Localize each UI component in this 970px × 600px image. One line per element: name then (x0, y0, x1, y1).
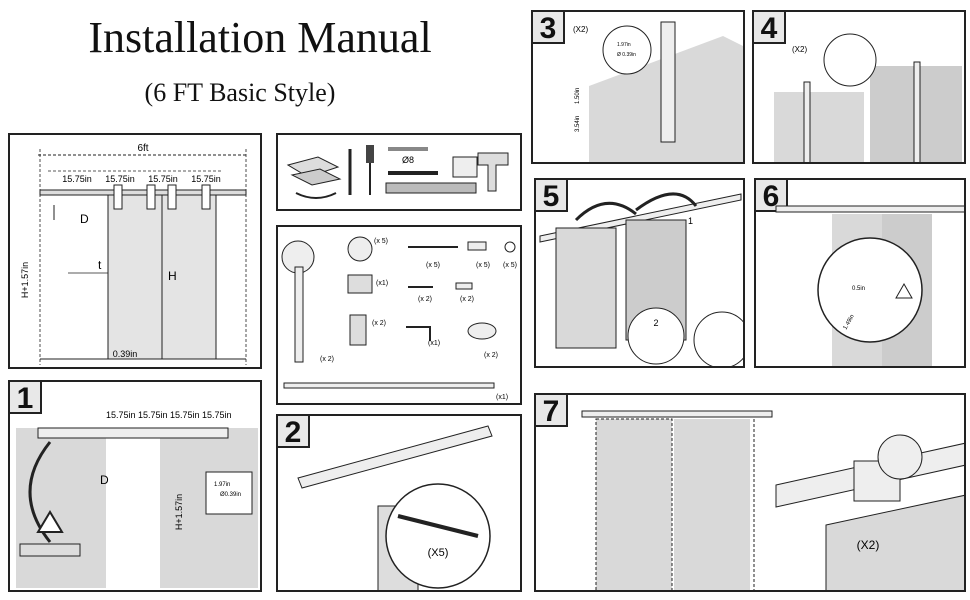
svg-text:(X2): (X2) (857, 538, 880, 552)
overview-panel: 6ft 15.75in 15.75in 15.75in 15.75in D t … (8, 133, 262, 369)
t-label: t (98, 258, 102, 272)
step-5-illustration: 1 2 (539, 192, 743, 366)
bolt-qty: (x 5) (426, 262, 440, 269)
step-6-illustration: 0.5in 1.49in (775, 205, 964, 366)
svg-text:Ø0.39in: Ø0.39in (220, 492, 241, 498)
door-left (107, 194, 163, 360)
gap-label: 0.39in (113, 349, 138, 359)
seg2-label: 15.75in (105, 174, 135, 184)
zoom-circle (385, 483, 491, 589)
svg-text:(X2): (X2) (573, 25, 588, 34)
svg-text:15.75in: 15.75in (138, 410, 168, 420)
svg-text:2: 2 (653, 318, 658, 328)
block-qty: (x 2) (372, 320, 386, 327)
parts-panel: (x 5) (x 5) (x 5) (x 5) (x1) (x 2) (x 2)… (276, 225, 522, 405)
svg-text:15.75in: 15.75in (170, 410, 200, 420)
wheel-qty: (x 2) (484, 352, 498, 359)
overview-diagram: 6ft 15.75in 15.75in 15.75in 15.75in D t … (20, 143, 248, 365)
d-label: D (80, 212, 89, 226)
svg-text:1: 1 (688, 216, 693, 226)
washer-qty: (x 5) (503, 262, 517, 269)
door-right (161, 194, 217, 360)
svg-text:H+1.57in: H+1.57in (174, 494, 184, 530)
key-qty: (x1) (428, 340, 440, 347)
step-1-number: 1 (10, 382, 42, 415)
svg-text:0.5in: 0.5in (852, 286, 865, 292)
seg1-label: 15.75in (62, 174, 92, 184)
parts-illustration: (x 5) (x 5) (x 5) (x 5) (x1) (x 2) (x 2)… (281, 236, 517, 401)
drill-bit-size: Ø8 (402, 155, 414, 165)
step-5-number: 5 (536, 180, 568, 213)
guide-qty: (x1) (376, 280, 388, 287)
svg-text:D: D (100, 473, 109, 487)
rail-qty: (x1) (496, 394, 508, 401)
step-2-qty: (X5) (428, 547, 449, 559)
hanger-qty: (x 2) (320, 356, 334, 363)
spacer-qty: (x 5) (476, 262, 490, 269)
svg-text:3.54in: 3.54in (575, 116, 581, 132)
total-width-label: 6ft (137, 143, 148, 154)
step-7-panel: 7 (X2) (534, 393, 966, 592)
step-7-number: 7 (536, 395, 568, 428)
svg-text:1.97in: 1.97in (214, 482, 230, 488)
h-label: H (168, 269, 177, 283)
screw-qty: (x 2) (418, 296, 432, 303)
warning-icon (36, 510, 64, 533)
step-2-number: 2 (278, 416, 310, 449)
warning-icon (895, 282, 913, 299)
step-3-number: 3 (533, 12, 565, 45)
svg-text:15.75in: 15.75in (106, 410, 136, 420)
step-4-panel: 4 (X2) (752, 10, 966, 164)
step-3-panel: 3 (X2) 1.97in Ø 0.39in 1.50in 3.54in (531, 10, 745, 164)
svg-text:(X2): (X2) (792, 45, 807, 54)
step-4-illustration: (X2) (774, 33, 962, 162)
stopper-qty: (x 5) (374, 238, 388, 245)
step-3-illustration: (X2) 1.97in Ø 0.39in 1.50in 3.54in (573, 21, 743, 162)
step-5-panel: 5 1 2 (534, 178, 745, 368)
tools-illustration: Ø8 (286, 145, 509, 199)
step-6-panel: 6 0.5in 1.49in (754, 178, 966, 368)
step-4-number: 4 (754, 12, 786, 45)
svg-text:1.50in: 1.50in (575, 88, 581, 104)
anchor-qty: (x 2) (460, 296, 474, 303)
svg-text:Ø 0.39in: Ø 0.39in (617, 52, 636, 58)
step-2-illustration: (X5) (297, 425, 493, 590)
step-2-panel: 2 (X5) (276, 414, 522, 592)
svg-text:1.97in: 1.97in (617, 42, 631, 48)
rail (39, 189, 247, 196)
tools-panel: Ø8 (276, 133, 522, 211)
svg-text:15.75in: 15.75in (202, 410, 232, 420)
step-1-illustration: 15.75in 15.75in 15.75in 15.75in D H+1.57… (16, 410, 258, 588)
page-title: Installation Manual (88, 13, 432, 62)
step-1-panel: 1 15.75in 15.75in 15.75in 15.75in D H+1.… (8, 380, 262, 592)
step-7-illustration: (X2) (581, 410, 964, 590)
seg4-label: 15.75in (191, 174, 221, 184)
seg3-label: 15.75in (148, 174, 178, 184)
page-subtitle: (6 FT Basic Style) (144, 78, 336, 107)
h-plus-label: H+1.57in (20, 262, 30, 298)
